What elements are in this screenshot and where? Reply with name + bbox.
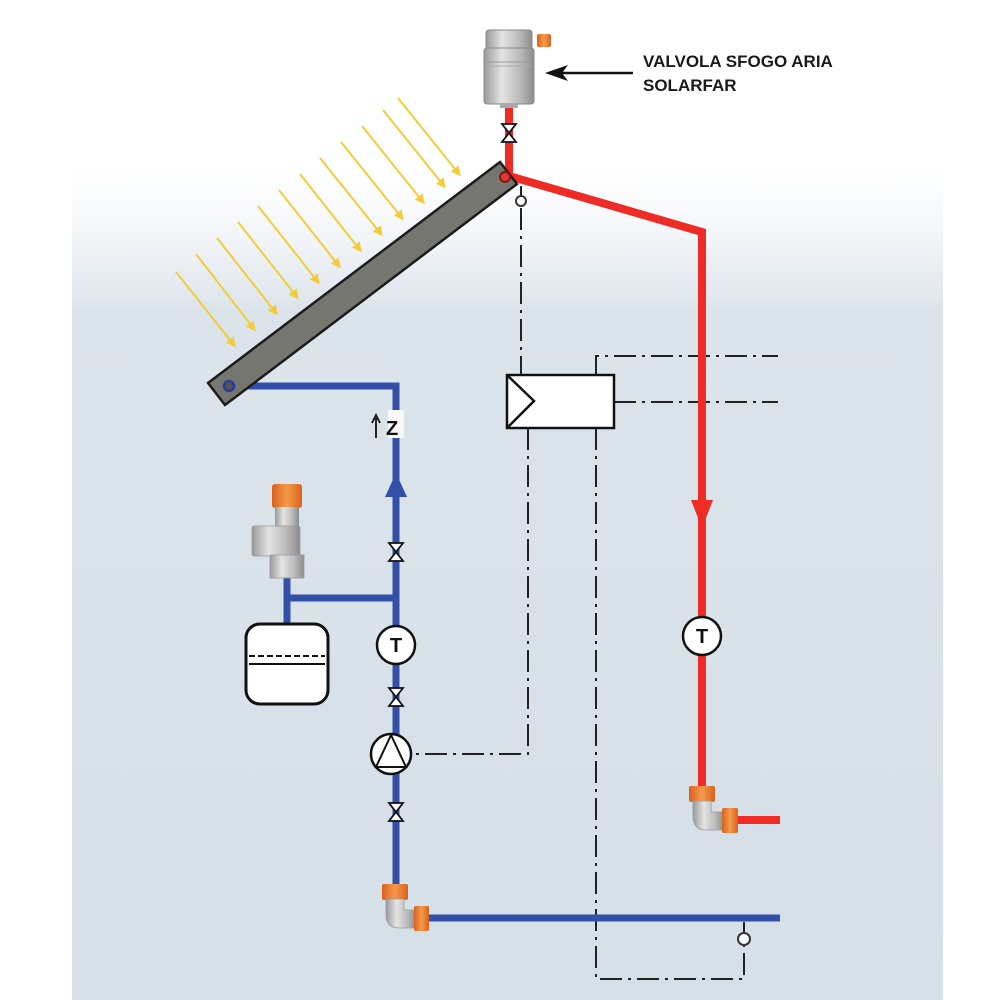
gauge-dial — [681, 615, 723, 657]
sun-ray — [319, 157, 383, 237]
sun-ray — [382, 109, 446, 189]
elbow-orange-nut-side — [414, 906, 429, 931]
collector-sensor-bulb — [515, 195, 527, 207]
shutoff-valve-middle — [387, 687, 405, 707]
collector-panel — [206, 160, 519, 407]
elbow-orange-nut-top — [382, 884, 408, 900]
elbow-fitting-cold — [382, 884, 429, 931]
gauge-label: T — [696, 626, 708, 648]
check-valve-direction-arrow — [371, 412, 381, 438]
hot-pipe-supply — [507, 172, 706, 790]
callout-arrowhead — [545, 65, 568, 81]
control-line-controller-out-1 — [595, 355, 778, 375]
sun-ray — [397, 97, 461, 177]
air-vent-callout: VALVOLA SFOGO ARIA SOLARFAR — [545, 52, 833, 95]
sun-ray — [216, 237, 278, 316]
tank-sensor — [737, 922, 751, 946]
shutoff-valve-vent — [500, 123, 518, 143]
collector-inlet-port — [222, 379, 236, 393]
pump-triangle — [374, 732, 408, 768]
air-vent-body — [483, 47, 535, 105]
control-line-tank-sensor — [595, 428, 745, 980]
expansion-vessel — [244, 622, 330, 706]
safety-valve-body — [251, 525, 301, 557]
sun-ray — [278, 189, 341, 269]
tank-sensor-bulb — [737, 932, 751, 946]
collector-outlet-port — [499, 171, 511, 183]
elbow-orange-nut-side — [722, 808, 738, 833]
air-vent-orange-nut — [537, 34, 551, 47]
sun-ray — [361, 125, 425, 205]
flow-arrow-hot — [691, 500, 713, 528]
sun-ray — [299, 173, 362, 253]
elbow-body — [692, 800, 725, 831]
cold-return-line — [240, 382, 780, 922]
controller-symbol — [506, 374, 536, 429]
callout-label-line2: SOLARFAR — [643, 76, 737, 95]
temperature-gauge-return: T — [375, 624, 417, 666]
check-valve-gap — [388, 410, 404, 438]
controller — [505, 373, 616, 430]
elbow-fitting-hot — [689, 786, 738, 833]
gauge-label: T — [390, 635, 402, 657]
valve-symbol — [500, 123, 518, 143]
circulation-pump — [369, 732, 413, 776]
flow-arrow-cold — [385, 473, 407, 497]
control-lines — [409, 208, 778, 980]
air-vent-cap — [485, 29, 533, 51]
safety-valve-base — [269, 554, 305, 579]
cold-pipe-collector-return — [240, 382, 400, 900]
sun-ray — [257, 205, 320, 285]
temperature-gauge-supply: T — [681, 615, 723, 657]
controller-box — [505, 373, 616, 430]
sun-rays — [175, 97, 461, 348]
control-line-pump — [409, 428, 529, 755]
sun-ray — [340, 141, 404, 221]
safety-valve-bonnet — [275, 507, 299, 527]
callout-label-line1: VALVOLA SFOGO ARIA — [643, 52, 833, 71]
air-vent-valve — [483, 29, 551, 108]
shutoff-valve-upper — [387, 542, 405, 562]
elbow-body — [385, 898, 417, 929]
safety-valve-orange-cap — [272, 484, 302, 508]
safety-valve — [251, 484, 305, 579]
sun-ray — [237, 221, 299, 300]
air-vent-neck — [500, 103, 518, 108]
gauge-dial — [375, 624, 417, 666]
elbow-orange-nut-top — [689, 786, 715, 802]
sun-ray — [175, 271, 236, 348]
solar-collector — [206, 160, 519, 407]
collector-sensor — [515, 186, 527, 207]
check-valve: Z — [371, 410, 404, 440]
shutoff-valves — [387, 542, 405, 822]
sun-ray — [195, 253, 256, 332]
check-valve-symbol: Z — [386, 418, 398, 440]
shutoff-valve-lower — [387, 802, 405, 822]
